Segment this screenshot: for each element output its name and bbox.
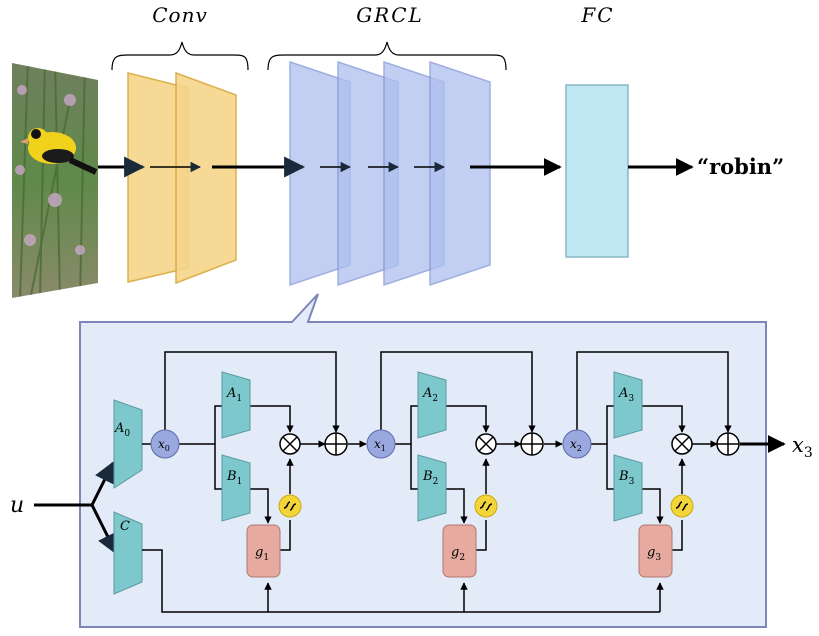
a2-block — [417, 371, 447, 439]
b3-label: B3 — [618, 469, 635, 487]
a1-label: A1 — [226, 386, 242, 404]
x1-label: x1 — [374, 437, 386, 453]
a2-label: A2 — [422, 386, 438, 404]
g3-label: g3 — [647, 545, 661, 563]
b2-label: B2 — [422, 469, 438, 487]
fc-label: FC — [580, 3, 614, 27]
g2-label: g2 — [451, 545, 465, 563]
output-class-label: “robin” — [697, 154, 784, 179]
x0-label: x0 — [158, 437, 170, 453]
g1-label: g1 — [255, 545, 269, 563]
b1-block — [221, 454, 251, 522]
x1-node — [366, 429, 396, 459]
stage-1: A1 B1 g1 x0 — [150, 351, 367, 578]
a3-label: A3 — [618, 386, 634, 404]
conv-block — [127, 71, 237, 285]
b2-block — [417, 454, 447, 522]
b1-label: B1 — [226, 469, 242, 487]
g1-gate — [246, 524, 281, 578]
b3-block — [613, 454, 643, 522]
input-fork — [34, 461, 118, 555]
output-x3-label: x3 — [792, 433, 813, 461]
sigmoid-icon — [670, 494, 694, 518]
input-u-label: u — [10, 493, 24, 518]
braces — [111, 41, 507, 71]
g2-gate — [442, 524, 477, 578]
grcl-label: GRCL — [356, 3, 424, 27]
a3-block — [613, 371, 643, 439]
sigmoid-icon — [474, 494, 498, 518]
grcl-block — [289, 60, 491, 287]
stage-3: A3 B3 g3 x2 — [562, 351, 786, 578]
sigmoid-icon — [278, 494, 302, 518]
conv-label: Conv — [152, 3, 208, 27]
stage-2: A2 B2 g2 x1 — [366, 351, 563, 578]
x0-node — [150, 429, 180, 459]
c-label: C — [120, 519, 130, 534]
c-bus-lines — [142, 549, 664, 613]
x2-label: x2 — [570, 437, 582, 453]
a0-block — [113, 399, 143, 489]
a1-block — [221, 371, 251, 439]
g3-gate — [638, 524, 673, 578]
bird-photo — [12, 63, 98, 298]
c-block — [113, 511, 143, 595]
x2-node — [562, 429, 592, 459]
a0-label: A0 — [114, 421, 130, 439]
fc-block — [565, 84, 629, 258]
